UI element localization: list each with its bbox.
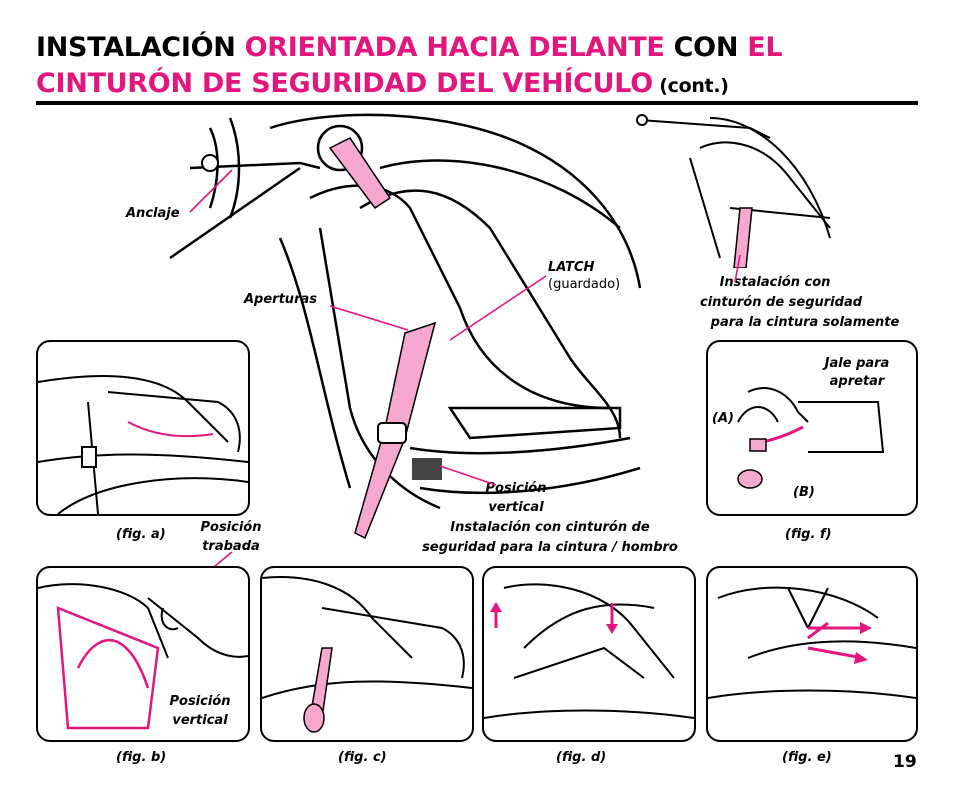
panel-fig-a (36, 340, 250, 516)
label-posicion-vertical-b1: Posición (169, 694, 231, 709)
label-instalacion-cintura-2: cinturón de seguridad (700, 295, 863, 310)
title-part-1: INSTALACIÓN (36, 32, 245, 63)
label-hombro-2: seguridad para la cintura / hombro (422, 540, 678, 555)
panel-fig-b (36, 566, 250, 742)
car-seat-main-illustration (169, 113, 642, 540)
page-number: 19 (893, 752, 917, 772)
label-guardado: (guardado) (548, 277, 620, 293)
label-anclaje: Anclaje (126, 206, 180, 221)
label-posicion-vertical-1: Posición (485, 481, 547, 496)
title-part-3: CON (664, 32, 748, 63)
label-latch: LATCH (548, 260, 595, 275)
title-part-6: (cont.) (652, 75, 729, 97)
label-a: (A) (712, 411, 734, 426)
panel-fig-c (260, 566, 474, 742)
fig-f-illustration (737, 387, 885, 489)
label-hombro-1: Instalación con cinturón de (450, 520, 650, 535)
fig-e-caption: (fig. e) (782, 750, 832, 765)
fig-e-illustration (708, 586, 916, 699)
fig-d-illustration (484, 583, 694, 719)
label-b: (B) (793, 485, 815, 500)
fig-a-illustration (38, 375, 248, 514)
label-posicion-vertical-b2: vertical (172, 713, 228, 728)
title-part-4: EL (747, 32, 783, 63)
page-title: INSTALACIÓN ORIENTADA HACIA DELANTE CON … (36, 30, 916, 104)
label-jale-1: Jale para (824, 356, 890, 371)
fig-a-caption: (fig. a) (116, 527, 166, 542)
lap-belt-illustration (636, 114, 831, 268)
panel-fig-f (706, 340, 918, 516)
label-aperturas: Aperturas (244, 292, 317, 307)
title-rule (36, 101, 918, 105)
fig-b-illustration (38, 583, 248, 730)
label-jale-2: apretar (829, 374, 885, 389)
fig-f-caption: (fig. f) (785, 527, 832, 542)
label-guardado-text: (guardado) (548, 277, 621, 292)
label-posicion-trabada-1: Posición (200, 520, 262, 535)
fig-c-illustration (262, 576, 472, 733)
title-part-5: CINTURÓN DE SEGURIDAD DEL VEHÍCULO (36, 68, 653, 99)
panel-fig-d (482, 566, 696, 742)
fig-b-caption: (fig. b) (116, 750, 167, 765)
fig-d-caption: (fig. d) (556, 750, 607, 765)
label-instalacion-cintura-1: Instalación con (719, 275, 831, 290)
panel-fig-e (706, 566, 918, 742)
label-posicion-trabada-2: trabada (202, 539, 260, 554)
title-part-2: ORIENTADA HACIA DELANTE (244, 32, 665, 63)
label-posicion-vertical-2: vertical (488, 500, 544, 515)
label-instalacion-cintura-3: para la cintura solamente (710, 315, 900, 330)
fig-c-caption: (fig. c) (338, 750, 387, 765)
